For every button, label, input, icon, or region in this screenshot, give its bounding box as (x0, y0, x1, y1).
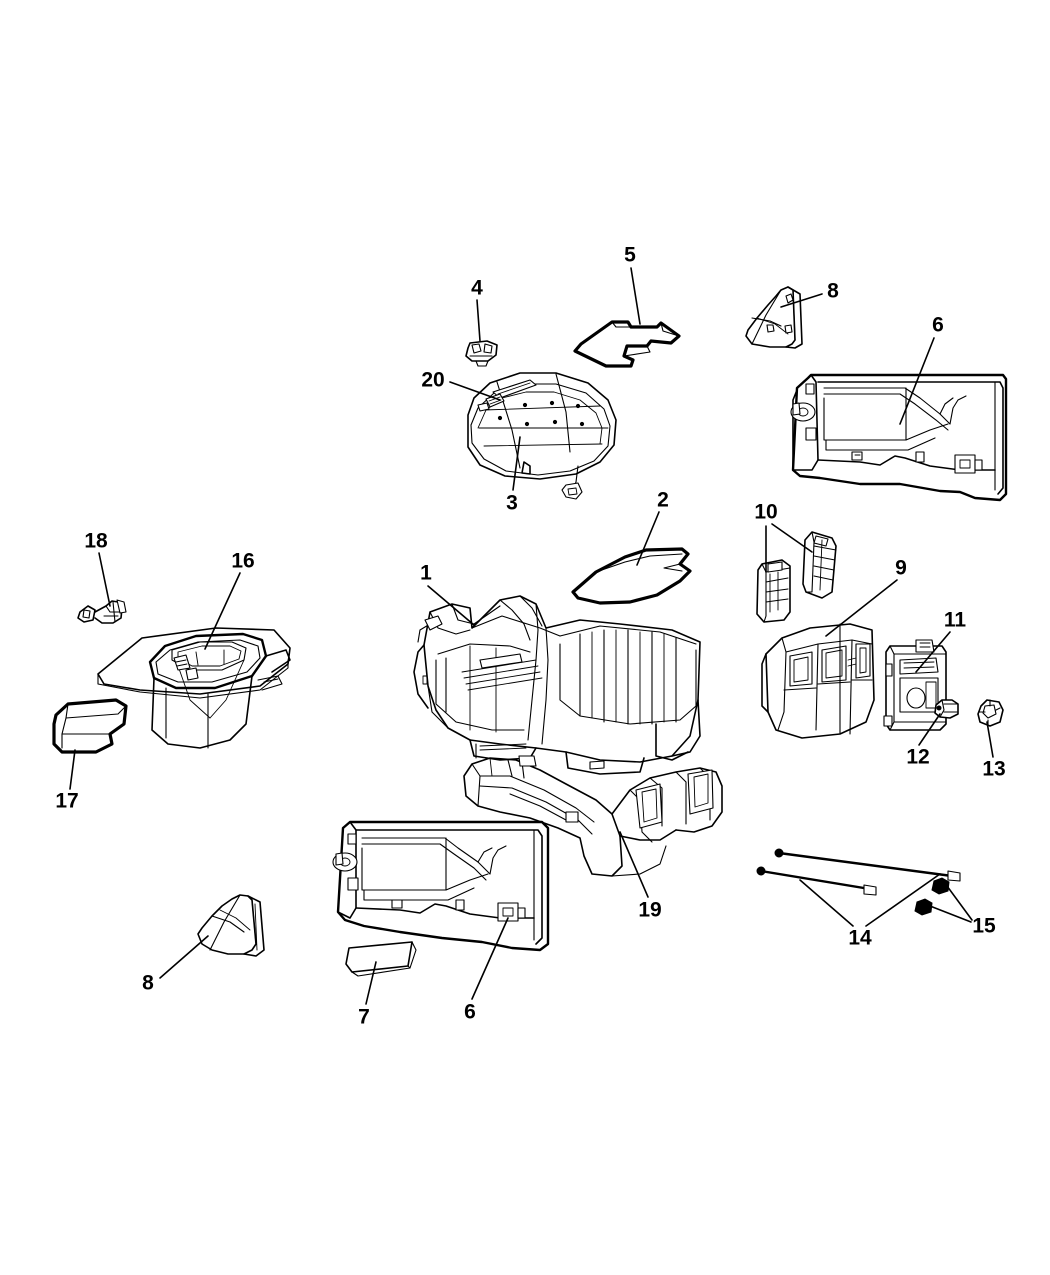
callout-8-top[interactable]: 8 (827, 279, 839, 303)
part-4-armrest-latch-striker (465, 340, 498, 367)
callout-15[interactable]: 15 (972, 914, 996, 938)
callout-13[interactable]: 13 (982, 757, 1006, 781)
part-13-push-nut-fastener (977, 699, 1004, 727)
callout-2[interactable]: 2 (657, 488, 669, 512)
part-5-upper-tray-mat (573, 320, 681, 368)
callout-8-bottom[interactable]: 8 (142, 971, 154, 995)
part-12-retainer-pin (934, 699, 959, 719)
part-14-support-rod (756, 848, 961, 896)
callout-19[interactable]: 19 (638, 898, 662, 922)
part-18-wiring-connector-clip (77, 599, 127, 624)
callout-6-bottom[interactable]: 6 (464, 1000, 476, 1024)
callout-14[interactable]: 14 (848, 926, 872, 950)
part-1-console-base-assembly (413, 595, 701, 775)
callout-12[interactable]: 12 (906, 745, 930, 769)
callout-11[interactable]: 11 (943, 608, 967, 632)
callout-5[interactable]: 5 (624, 243, 636, 267)
leader-lines (69, 267, 994, 1005)
callout-7[interactable]: 7 (358, 1005, 370, 1029)
callout-16[interactable]: 16 (231, 549, 255, 573)
part-9-console-rear-bezel (761, 623, 875, 739)
part-11-rear-vent-module (883, 639, 947, 731)
part-16-cupholder-top-bezel (97, 627, 291, 749)
callout-20[interactable]: 20 (421, 368, 445, 392)
callout-1[interactable]: 1 (420, 561, 432, 585)
callout-9[interactable]: 9 (895, 556, 907, 580)
callout-6-top[interactable]: 6 (932, 313, 944, 337)
callout-4[interactable]: 4 (471, 276, 483, 300)
part-2-console-floor-mat (571, 547, 692, 605)
part-10-power-outlet-connector (756, 531, 837, 623)
callout-17[interactable]: 17 (55, 789, 79, 813)
part-15-rod-grommet (914, 877, 950, 916)
part-17-cupholder-liner-mat (52, 698, 128, 754)
part-8-bottom-console-end-cap (197, 894, 265, 957)
callout-18[interactable]: 18 (84, 529, 108, 553)
part-7-side-panel-insert (345, 941, 417, 977)
part-8-top-console-end-cap (745, 286, 803, 349)
part-19-console-floor-bracket (463, 755, 723, 877)
part-3-armrest-lid (467, 372, 617, 500)
callout-10[interactable]: 10 (754, 500, 778, 524)
part-20-armrest-hinge-bracket (477, 379, 537, 412)
part-6-top-console-side-panel (790, 373, 1008, 502)
part-6-bottom-console-side-panel (332, 820, 550, 952)
callout-3[interactable]: 3 (506, 491, 518, 515)
